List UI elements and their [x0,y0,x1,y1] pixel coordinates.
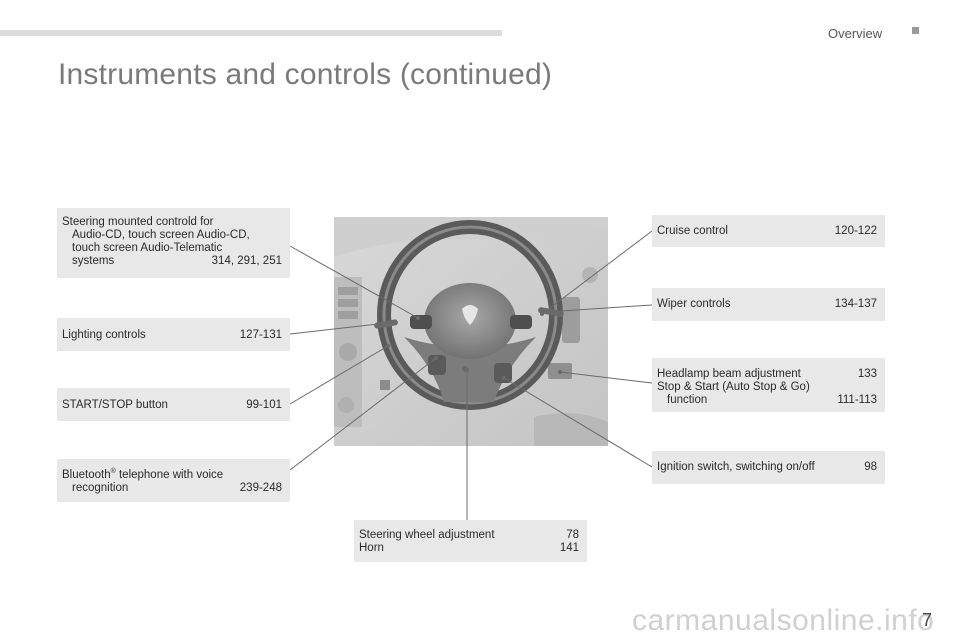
page-title: Instruments and controls (continued) [58,58,553,91]
page-reference: 127-131 [239,329,282,341]
page-reference: 98 [864,461,877,473]
callout-text: Bluetooth [62,469,111,481]
page-reference: 239-248 [239,482,282,494]
callout-text: Horn [359,542,384,554]
page-reference: 314, 291, 251 [211,255,282,267]
callout-text: Audio-CD, touch screen Audio-CD, [72,229,250,241]
callout-text: Steering mounted controld for [62,216,214,228]
watermark-text: carmanualsonline.info [632,604,935,637]
callout-text: Wiper controls [657,298,731,310]
callout-text: Cruise control [657,225,728,237]
callout-text: START/STOP button [62,399,168,411]
callout-cruise-control: Cruise control 120-122 [652,215,885,247]
callout-text: Stop & Start (Auto Stop & Go) [657,381,810,393]
page-reference: 133 [857,368,877,380]
callout-text: recognition [72,482,129,494]
callout-text: Lighting controls [62,329,146,341]
page-reference: 120-122 [834,225,877,237]
page-reference: 134-137 [834,298,877,310]
callout-bluetooth: Bluetooth® telephone with voice recognit… [57,459,290,502]
steering-wheel-illustration [334,217,608,446]
page-reference: 141 [559,542,579,554]
page-number: 7 [921,610,932,630]
callout-lighting-controls: Lighting controls 127-131 [57,318,290,351]
callout-ignition-switch: Ignition switch, switching on/off 98 [652,451,885,484]
callout-headlamp-stop-start: Headlamp beam adjustment 133 Stop & Star… [652,358,885,412]
header-rule [0,30,502,36]
page-reference: 111-113 [837,394,877,406]
callout-text: Ignition switch, switching on/off [657,461,815,473]
callout-steering-wheel-adjustment: Steering wheel adjustment 78 Horn 141 [354,520,587,562]
callout-text: Steering wheel adjustment [359,529,495,541]
registered-mark: ® [110,468,116,476]
callout-text: touch screen Audio-Telematic [72,242,223,254]
callout-steering-audio-controls: Steering mounted controld for Audio-CD, … [57,208,290,278]
section-marker [912,27,919,34]
callout-wiper-controls: Wiper controls 134-137 [652,288,885,321]
callout-text: Headlamp beam adjustment [657,368,801,380]
callout-text: systems [72,255,115,267]
callout-text: function [667,394,708,406]
callout-text: telephone with voice [115,469,224,481]
section-label: Overview [828,26,883,41]
page-reference: 78 [566,529,579,541]
callout-start-stop-button: START/STOP button 99-101 [57,388,290,421]
page-reference: 99-101 [246,399,282,411]
